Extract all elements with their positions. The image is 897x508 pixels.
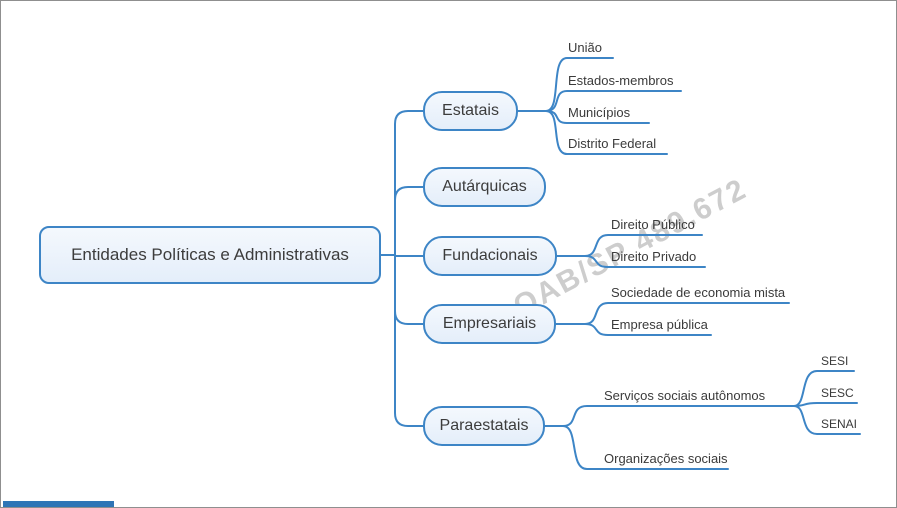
leaf-label-municipios: Municípios <box>568 105 631 120</box>
leaf-label-sociedade-economia-mista: Sociedade de economia mista <box>611 285 786 300</box>
bottom-left-accent-bar <box>3 501 114 507</box>
leaf-label-uniao: União <box>568 40 602 55</box>
branch-node-empresariais: Empresariais <box>423 304 556 344</box>
leaf-label-organizacoes-sociais: Organizações sociais <box>604 451 728 466</box>
leaf-label-senai: SENAI <box>821 417 858 431</box>
branch-label: Estatais <box>442 102 499 119</box>
branch-node-fundacionais: Fundacionais <box>423 236 557 276</box>
branch-label: Empresariais <box>442 315 537 332</box>
branch-label: Paraestatais <box>439 417 529 434</box>
branch-node-paraestatais: Paraestatais <box>423 406 545 446</box>
leaf-label-direito-privado: Direito Privado <box>611 249 697 264</box>
leaf-label-empresa-publica: Empresa pública <box>611 317 708 332</box>
leaf-label-direito-publico: Direito Público <box>611 217 695 232</box>
root-label: Entidades Políticas e Administrativas <box>71 245 349 264</box>
root-node: Entidades Políticas e Administrativas <box>39 226 381 284</box>
branch-label: Autárquicas <box>442 178 527 195</box>
leaf-label-distrito-federal: Distrito Federal <box>568 136 657 151</box>
leaf-label-estados-membros: Estados-membros <box>568 73 674 88</box>
branch-node-estatais: Estatais <box>423 91 518 131</box>
branch-label: Fundacionais <box>442 247 538 264</box>
leaf-label-sesi: SESI <box>821 354 849 368</box>
leaf-label-servicos-sociais-autonomos: Serviços sociais autônomos <box>604 388 766 403</box>
leaf-label-sesc: SESC <box>821 386 854 400</box>
branch-node-autarquicas: Autárquicas <box>423 167 546 207</box>
